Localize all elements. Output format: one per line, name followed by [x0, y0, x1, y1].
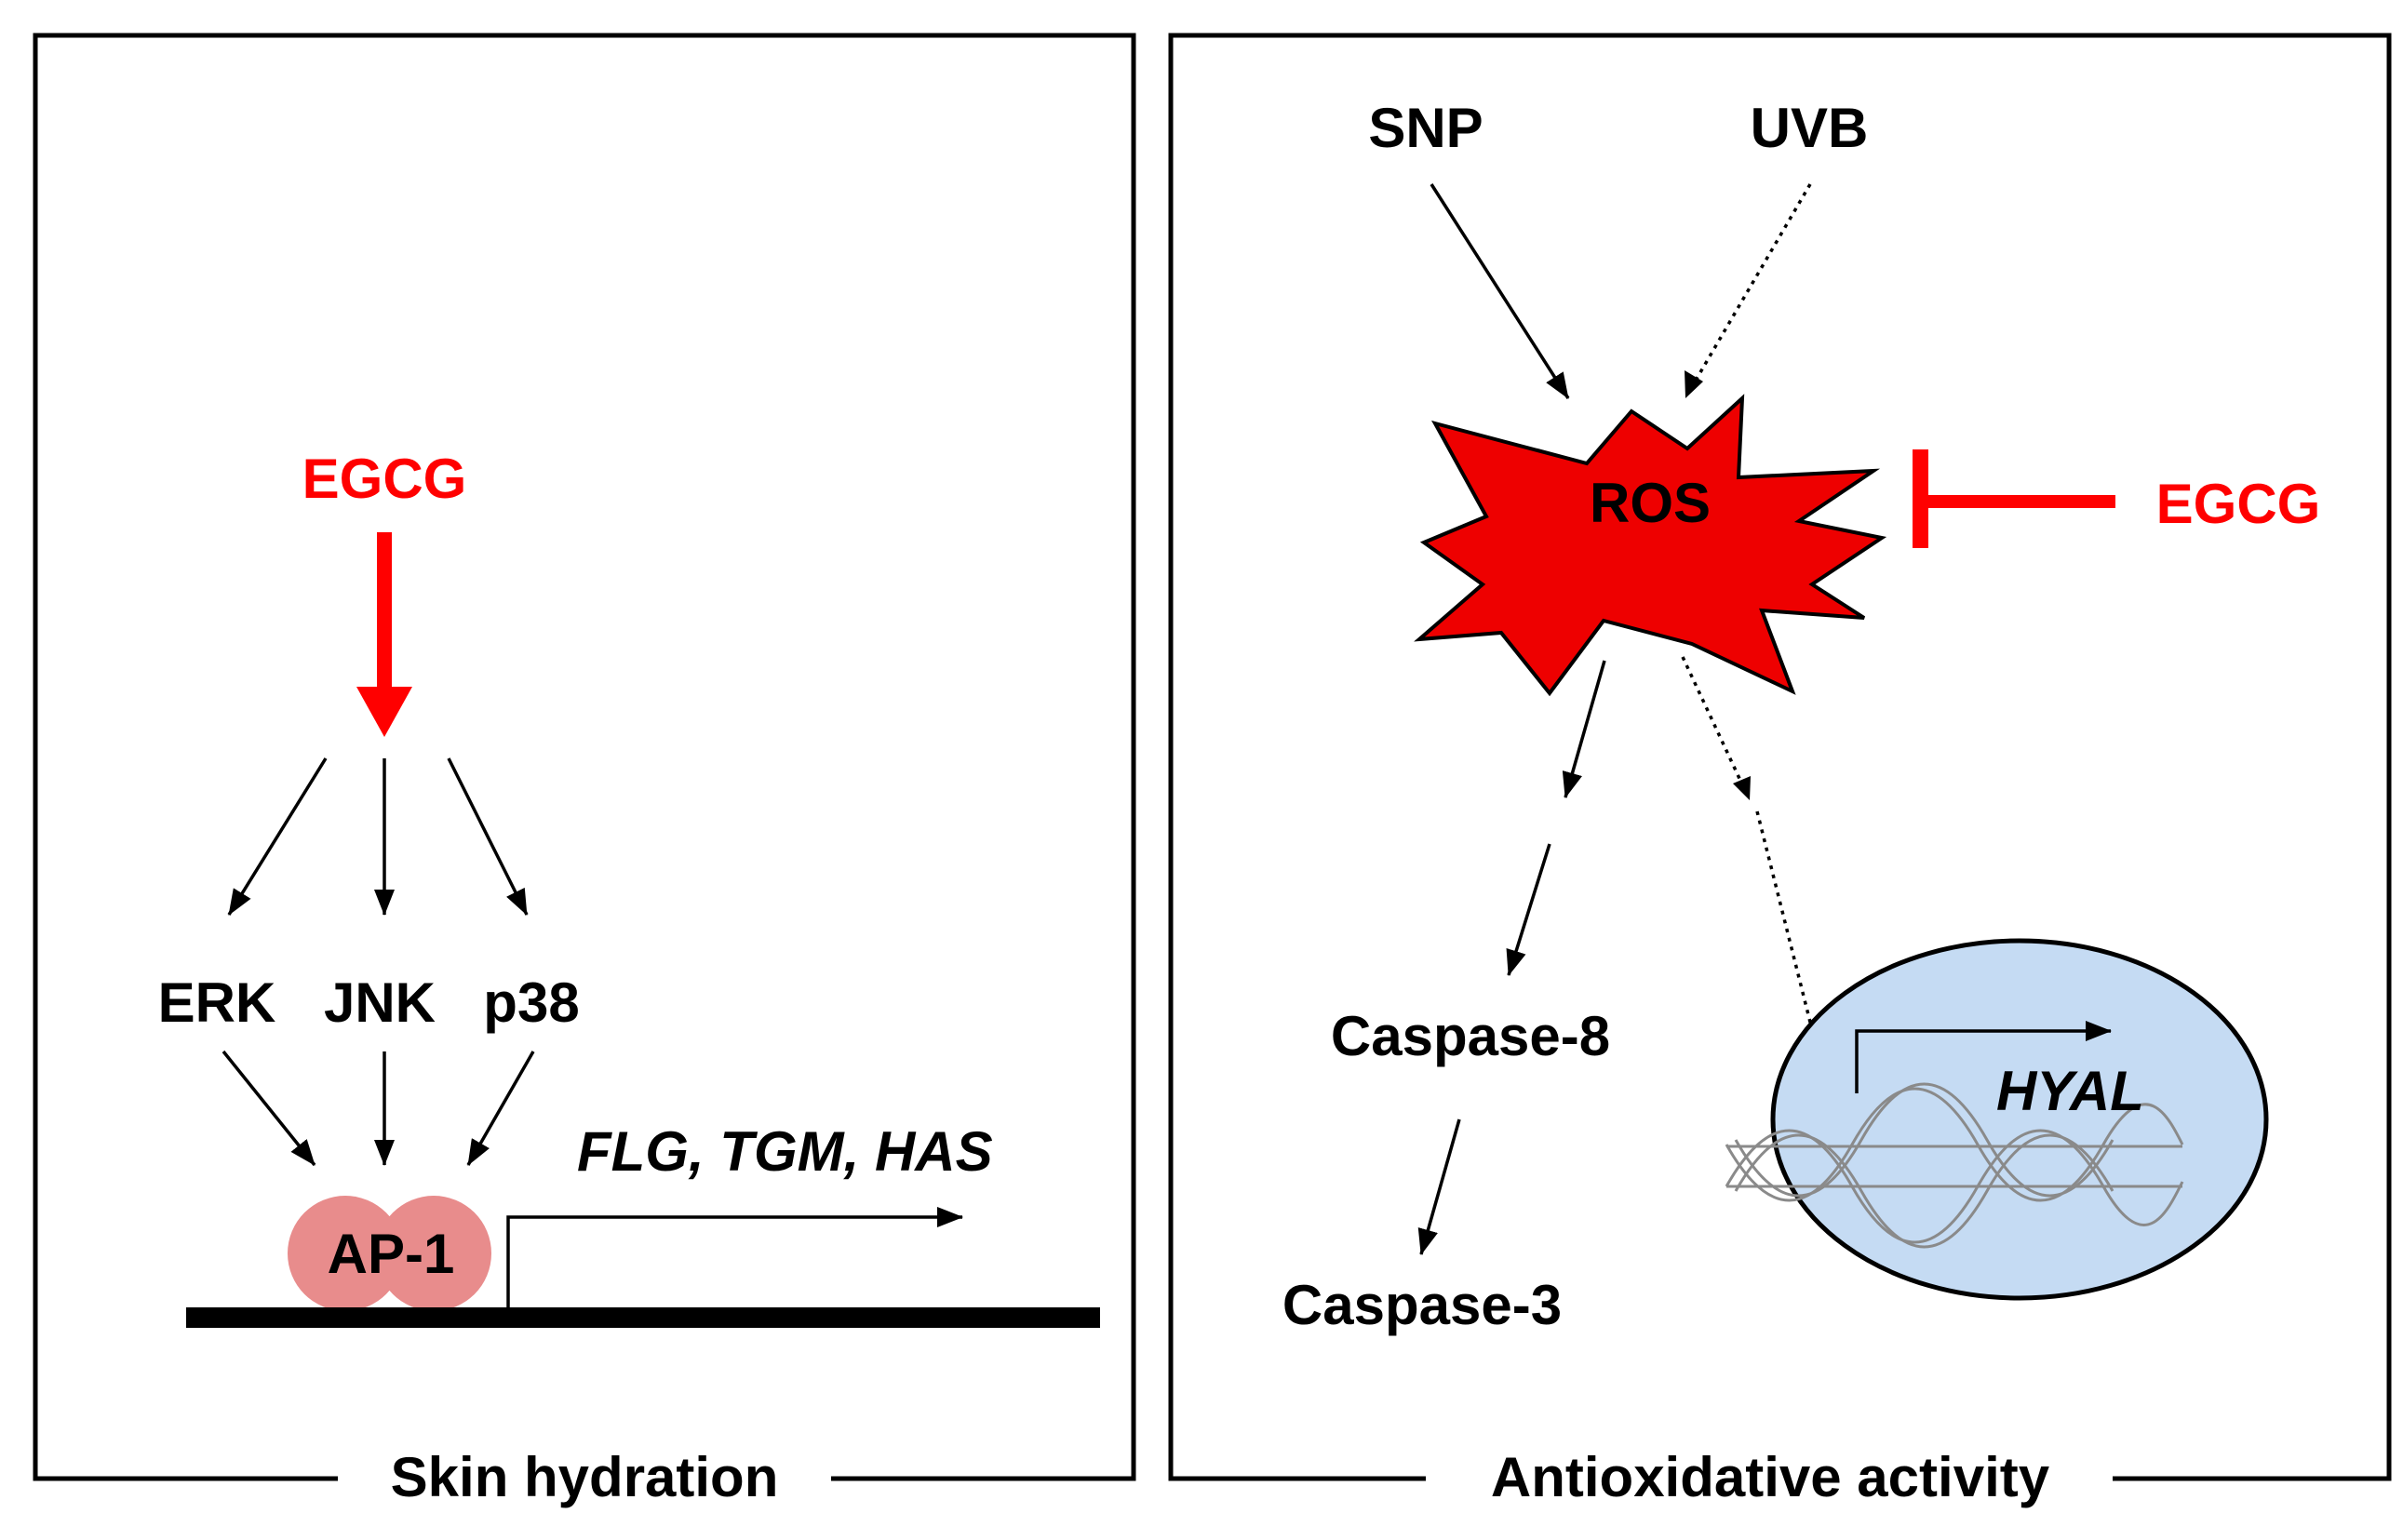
hyal-gene: HYAL: [1996, 1060, 2144, 1122]
arrow-uvb-to-ros: [1695, 183, 1812, 380]
stimulus-snp: SNP: [1368, 97, 1483, 159]
dna-double-helix: [1725, 1082, 2184, 1249]
kinase-jnk: JNK: [324, 971, 436, 1034]
kinase-erk: ERK: [158, 971, 276, 1034]
right-egcg-label: EGCG: [2156, 473, 2321, 535]
arrow-caspase8-to-caspase3: [1417, 1118, 1461, 1255]
target-genes: FLG, TGM, HAS: [577, 1120, 993, 1183]
ap1-label: AP-1: [328, 1223, 455, 1285]
arrow-erk-to-ap1: [222, 1050, 316, 1167]
left-panel-frame: [33, 33, 1136, 1481]
transcription-start-arrow: [506, 1207, 963, 1307]
arrow-ros-to-nucleus-a: [1681, 656, 1744, 785]
arrow-to-erk: [227, 757, 328, 916]
ros-starburst: [1414, 394, 1887, 697]
ap1-dimer: [288, 1196, 491, 1311]
right-panel-frame: [1168, 33, 2392, 1481]
left-panel-title: Skin hydration: [391, 1446, 779, 1508]
hyal-transcription-arrow: [1855, 1021, 2112, 1093]
right-panel: Antioxidative activity SNP UVB ROS EGCG …: [1168, 33, 2392, 1508]
arrow-to-p38: [447, 757, 529, 916]
caspase-3: Caspase-3: [1282, 1274, 1562, 1336]
caspase-8: Caspase-8: [1331, 1005, 1610, 1067]
arrow-ros-to-caspase-a: [1562, 660, 1606, 798]
kinase-p38: p38: [483, 971, 579, 1034]
arrow-snp-to-ros: [1430, 183, 1570, 399]
ros-label: ROS: [1590, 472, 1711, 534]
egcg-inhibition-bar: [1913, 449, 2115, 548]
left-egcg-label: EGCG: [302, 448, 467, 510]
egcg-activation-arrow: [356, 532, 412, 737]
arrow-ros-to-caspase-b: [1506, 843, 1551, 976]
stimulus-uvb: UVB: [1751, 97, 1869, 159]
arrow-p38-to-ap1: [466, 1051, 535, 1166]
arrow-uvb-to-ros-head: [1685, 370, 1703, 398]
left-panel: Skin hydration EGCG ERK JNK p38 AP-1 FLG: [33, 33, 1136, 1508]
right-panel-title: Antioxidative activity: [1491, 1446, 2050, 1508]
arrow-ros-to-nucleus-a-head: [1733, 776, 1751, 800]
dna-baseline: [186, 1307, 1100, 1328]
